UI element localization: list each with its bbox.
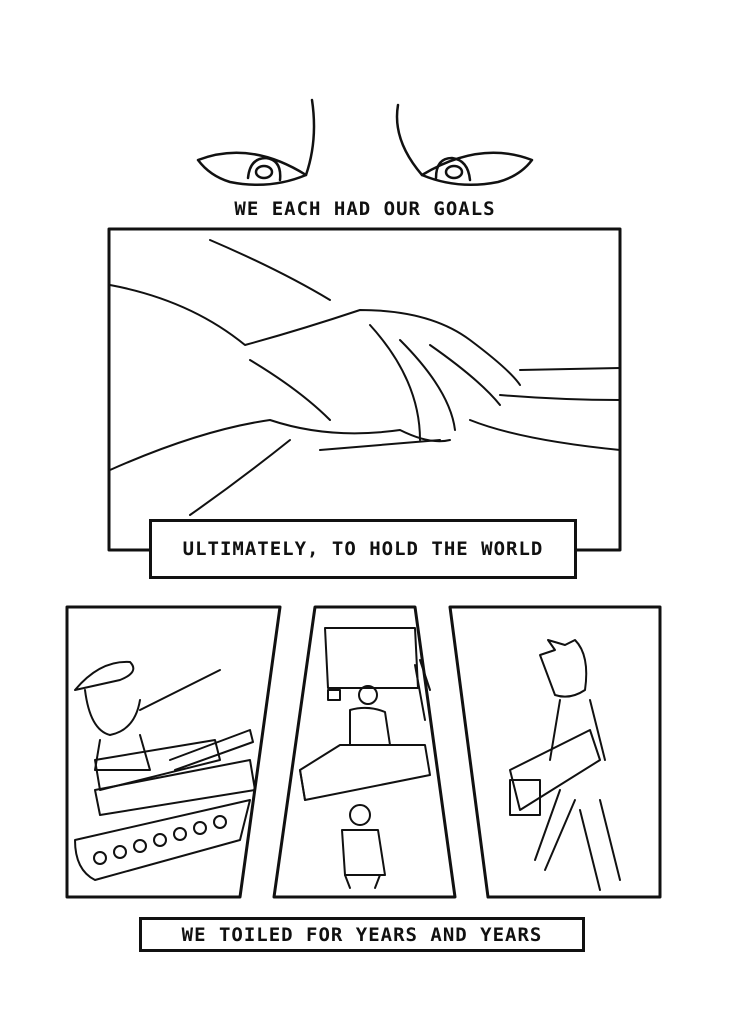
- panel-office-boss: [272, 605, 457, 899]
- caption-toiled: We toiled for years and years: [139, 917, 585, 952]
- caption-goals: We each had our goals: [234, 198, 496, 220]
- eyes-illustration: [196, 98, 534, 187]
- panel-tank-commander: [65, 605, 282, 899]
- panel-hands: [107, 227, 622, 552]
- caption-hold-world: Ultimately, to hold the world: [149, 519, 577, 579]
- panel-gunman: [448, 605, 662, 899]
